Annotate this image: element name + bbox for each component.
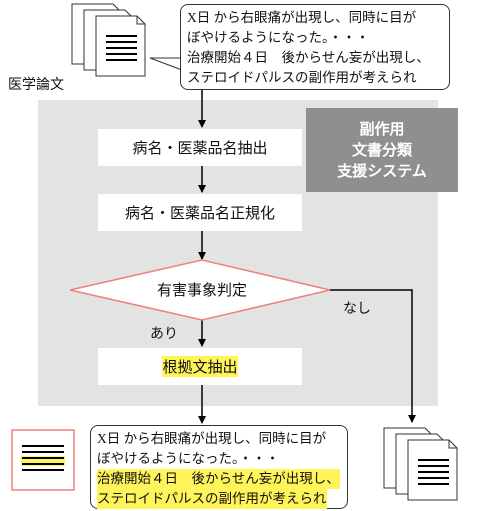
branch-yes-label: あり [150, 326, 178, 342]
highlighted-document-icon [11, 429, 75, 491]
input-text-line: ぼやけるようになった。・・・ [187, 30, 370, 45]
arrow-no-branch [330, 289, 416, 423]
system-title-line-3: 支援システム [337, 161, 427, 180]
output-text-line-highlighted: ステロイドパルスの副作用が考えられ [97, 489, 327, 509]
step-extract: 病名・医薬品名抽出 [98, 129, 302, 166]
input-text-callout: X日 から右眼痛が出現し、同時に目が ぼやけるようになった。・・・ 治療開始４日… [180, 4, 450, 90]
input-text-line: X日 から右眼痛が出現し、同時に目が [187, 10, 417, 25]
step-normalize: 病名・医薬品名正規化 [98, 194, 302, 231]
step-evidence: 根拠文抽出 [98, 348, 302, 385]
decision-diamond [69, 259, 331, 321]
input-documents-icon [71, 3, 146, 77]
system-title-box: 副作用 文書分類 支援システム [306, 108, 458, 192]
system-title-line-1: 副作用 [359, 119, 405, 138]
system-title-line-2: 文書分類 [351, 140, 412, 159]
documents-label: 医学論文 [8, 77, 64, 93]
output-text-line-highlighted: 治療開始４日 後からせん妄が出現し、 [97, 469, 340, 489]
step-normalize-label: 病名・医薬品名正規化 [124, 204, 275, 222]
branch-no-label: なし [343, 301, 371, 317]
output-text-line: X日 から右眼痛が出現し、同時に目が [97, 431, 327, 446]
decision-label: 有害事象判定 [156, 281, 247, 299]
step-evidence-label: 根拠文抽出 [162, 356, 238, 377]
input-text-line: 治療開始４日 後からせん妄が出現し、 [187, 50, 430, 65]
step-extract-label: 病名・医薬品名抽出 [132, 139, 268, 157]
output-documents-icon [383, 427, 458, 501]
top-callout-tail [149, 57, 183, 71]
input-text-line: ステロイドパルスの副作用が考えられ [187, 70, 417, 85]
output-text-line: ぼやけるようになった。・・・ [97, 451, 280, 466]
output-text-callout: X日 から右眼痛が出現し、同時に目が ぼやけるようになった。・・・ 治療開始４日… [90, 425, 348, 509]
